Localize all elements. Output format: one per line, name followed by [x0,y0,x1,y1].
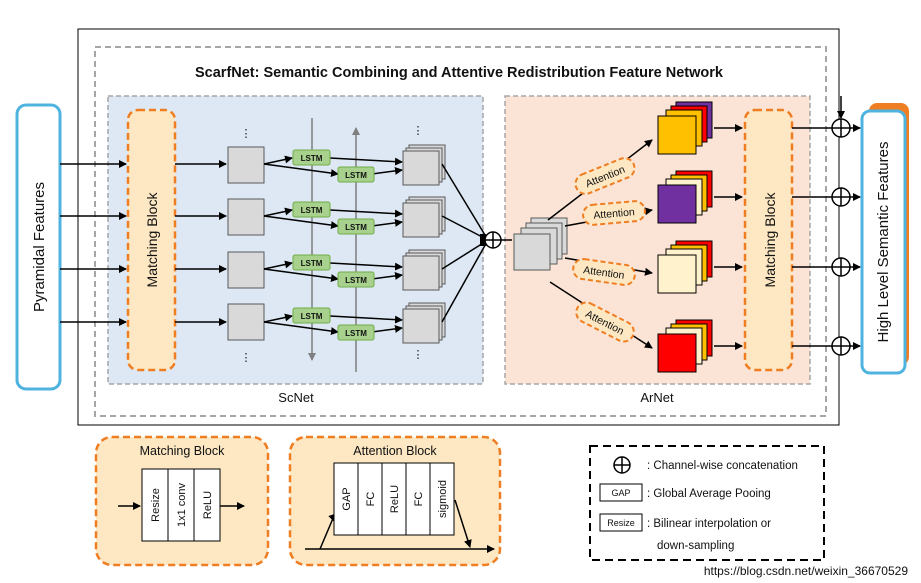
lstm-forward-label: LSTM [301,259,323,268]
diagram-title: ScarfNet: Semantic Combining and Attenti… [195,65,724,81]
lstm-backward-cell [337,324,375,341]
lstm-out-arrow-2 [371,271,403,280]
matching-layer-label: Resize [150,488,162,522]
lstm-forward-label: LSTM [301,206,323,215]
arnet-feature-front [657,333,697,373]
arnet-label: ArNet [640,390,674,405]
lstm-cells: LSTM LSTM LSTM LSTM LSTM LSTM LSTM LSTM [263,149,403,341]
attention-tag-label: Attention [593,206,635,222]
output-concat-symbols [831,118,851,356]
arnet-matching-block-label: Matching Block [762,192,778,288]
lstm-backward-cell [337,218,375,235]
legend-gap-tag-box [599,483,643,502]
lstm-out-arrow-2 [371,324,403,333]
output-arrows [792,124,861,350]
arnet-feature-stack [513,217,568,271]
matching-legend-layers: Resize 1x1 conv ReLU [141,468,221,542]
attention-tag-label: Attention [583,264,626,282]
lstm-forward-cell [292,307,331,324]
lstm-out-arrow-2 [371,166,403,175]
attention-layer-box [429,462,455,536]
attention-layer-box [405,462,431,536]
input-arrows [60,160,227,326]
legend-resize-tag-box [599,513,643,532]
arnet-colored-stacks [657,101,713,373]
lstm-in-arrow [263,207,293,217]
scnet-output-feature [402,308,440,344]
legend-gap-tag: GAP [611,488,630,498]
lstm-out-arrow [329,315,403,324]
ellipsis-bottom-1: ⋮ [241,352,252,364]
attention-layer-label: sigmoid [437,480,449,518]
scnet-matching-block-label: Matching Block [144,192,160,288]
matching-layer-label: 1x1 conv [176,482,188,527]
lstm-bypass-arrow [263,268,339,283]
lstm-bypass-arrow [263,163,339,178]
legend-gap-text: : Global Average Pooing [647,488,771,500]
arnet-matching-block [743,108,794,372]
ellipsis-bottom-2: ⋮ [413,349,424,361]
lstm-bypass-arrow [263,215,339,230]
pyramidal-features-label: Pyramidal Features [31,182,48,312]
matching-legend-title: Matching Block [140,444,226,458]
matching-layer-label: ReLU [202,491,214,519]
scnet-input-feature-boxes [227,146,265,341]
matching-layer-box [193,468,221,542]
legend-concat-icon [613,456,631,474]
lstm-out-arrow [329,157,403,166]
attention-layer-label: FC [413,492,425,507]
ellipsis-top-1: ⋮ [241,128,252,140]
high-level-features-label: High Level Semantic Features [875,142,892,343]
lstm-forward-label: LSTM [301,312,323,321]
attention-block-tag: Attention [572,258,636,286]
attention-layer-box [333,462,359,536]
pyramidal-features-block [15,103,62,391]
lstm-backward-label: LSTM [345,329,367,338]
scnet-matching-block [126,108,177,372]
scnet-output-feature [402,202,440,238]
scarfnet-frame [94,46,827,417]
concat-symbol [480,231,502,249]
scnet-label: ScNet [278,390,314,405]
attention-legend-layers: GAP FC ReLU FC sigmoid [333,462,455,536]
lstm-in-arrow [263,155,293,165]
lstm-forward-cell [292,149,331,166]
lstm-out-arrow [329,262,403,271]
attention-layer-label: FC [365,492,377,507]
lstm-bypass-arrow [263,321,339,336]
lstm-in-arrow [263,260,293,270]
legend-resize-tag: Resize [607,518,635,528]
scnet-output-feature [402,150,440,186]
lstm-out-arrow-2 [371,218,403,227]
lstm-backward-cell [337,166,375,183]
attention-layer-box [357,462,383,536]
lstm-backward-label: LSTM [345,276,367,285]
high-level-features-block [860,109,907,375]
attention-layer-label: ReLU [389,485,401,513]
lstm-backward-cell [337,271,375,288]
watermark: https://blog.csdn.net/weixin_36670529 [704,564,908,578]
attention-block-tag: Attention [582,200,646,226]
legend-resize-text-2: down-sampling [657,540,734,552]
lstm-forward-cell [292,254,331,271]
stack-to-matching-arrows [714,124,743,350]
lstm-forward-label: LSTM [301,154,323,163]
attention-layer-label: GAP [341,487,353,510]
matching-layer-box [167,468,195,542]
lstm-out-arrow [329,209,403,218]
arnet-feature-front [657,254,697,294]
legend-concat-text: : Channel-wise concatenation [647,460,798,472]
scnet-output-feature [402,255,440,291]
lstm-in-arrow [263,313,293,323]
lstm-forward-cell [292,201,331,218]
attention-legend-flow [305,499,495,553]
attention-legend-title: Attention Block [353,444,437,458]
legend-resize-text-1: : Bilinear interpolation or [647,518,771,530]
lstm-backward-label: LSTM [345,223,367,232]
arnet-feature-front [657,184,697,224]
ellipsis-top-2: ⋮ [413,125,424,137]
arnet-feature-front [657,115,697,155]
lstm-backward-label: LSTM [345,171,367,180]
